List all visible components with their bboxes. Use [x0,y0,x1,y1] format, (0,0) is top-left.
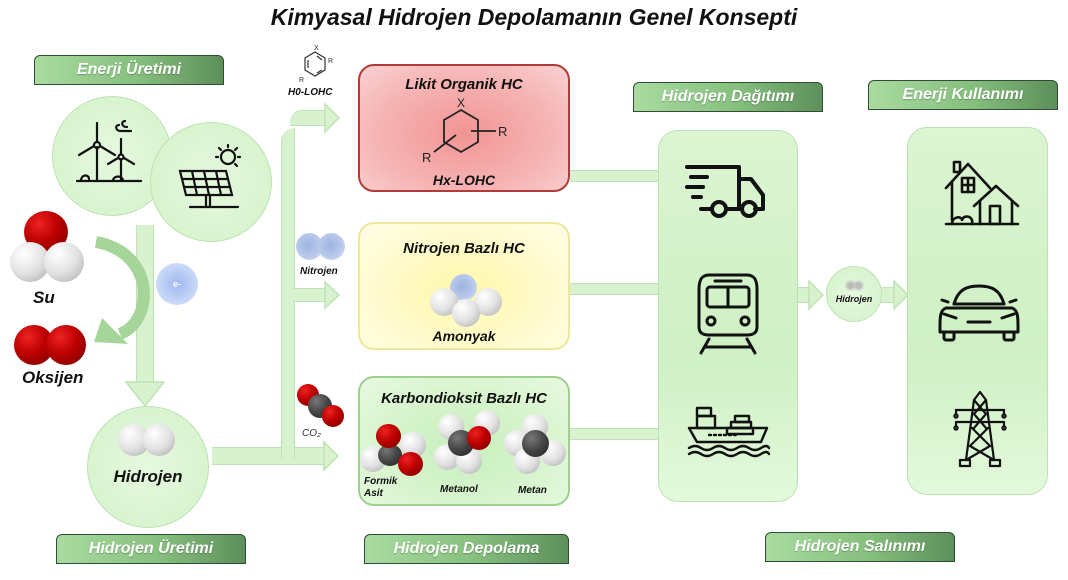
methanol-molecule [434,410,504,474]
flow-release-to-usage [880,287,896,303]
stage-label-energy-production: Enerji Üretimi [34,55,224,85]
co2-molecule [297,384,349,430]
svg-text:R: R [328,58,333,65]
arrow-head-right [324,102,341,134]
arrow-head-right [323,440,340,472]
flow-lohc-to-distribution [570,170,660,182]
arrow-head-right [808,279,825,311]
nitrogen-molecule [296,233,348,261]
arrow-head-right [893,279,910,311]
flow-hydrogen-to-storage [212,447,327,465]
svg-text:R: R [299,77,304,84]
solar-energy-circle [150,122,272,242]
formic-acid-label-1: Formik [364,476,398,487]
hydrogen-release-node: Hidrojen [826,266,882,322]
flow-carbon-to-distribution [570,428,660,440]
hydrogen-label: Hidrojen [113,467,183,486]
house-icon [944,160,1020,226]
svg-text:X: X [314,45,319,52]
oxygen-molecule [14,325,90,367]
oxygen-label: Oksijen [22,368,84,387]
power-tower-icon [953,390,1007,468]
nitrogen-based-title: Nitrojen Bazlı HC [403,240,525,257]
nitrogen-label: Nitrojen [300,266,338,277]
methane-label: Metan [518,485,547,496]
flow-to-lohc [290,110,328,126]
co2-label: CO₂ [302,428,321,439]
h0-lohc-structure-icon: X R R [299,45,333,84]
water-label: Su [33,288,55,307]
carbon-storage-box: Karbondioksit Bazlı HC Formik Asit Metan… [358,376,570,506]
methane-molecule [504,414,570,476]
solar-panel-icon [178,143,242,209]
train-icon [697,273,759,355]
electron-label: e- [172,279,181,289]
hydrogen-production-circle: Hidrojen [87,406,209,528]
nitrogen-storage-box: Nitrojen Bazlı HC Amonyak [358,222,570,350]
lohc-ring-structure-icon: X R R [422,96,507,165]
svg-text:R: R [422,150,431,165]
ammonia-molecule [430,274,510,334]
electron: e- [156,263,198,305]
flow-distribution-to-release [797,287,811,303]
stage-label-hydrogen-storage: Hidrojen Depolama [364,534,569,564]
hydrogen-node-label: Hidrojen [835,294,873,304]
delivery-truck-icon [685,165,765,218]
car-icon [938,284,1020,342]
svg-text:X: X [457,96,465,110]
stage-label-hydrogen-release: Hidrojen Salınımı [765,532,955,562]
stage-label-hydrogen-distribution: Hidrojen Dağıtımı [633,82,823,112]
distribution-box [658,130,798,502]
water-split-arrow [94,236,150,344]
lohc-storage-box: Likit Organik HC X R R Hx-LOHC [358,64,570,192]
formic-acid-label-2: Asit [364,488,383,499]
lohc-title: Likit Organik HC [405,76,523,93]
diagram-title: Kimyasal Hidrojen Depolamanın Genel Kons… [270,4,798,30]
energy-use-box [907,127,1048,495]
formic-acid-molecule [360,420,430,476]
stage-label-energy-use: Enerji Kullanımı [868,80,1058,110]
stage-label-hydrogen-production: Hidrojen Üretimi [56,534,246,564]
water-molecule [8,208,88,283]
ammonia-label: Amonyak [432,328,496,344]
carbon-based-title: Karbondioksit Bazlı HC [381,390,547,407]
wind-turbine-icon [75,119,143,183]
svg-text:R: R [498,124,507,139]
h0-lohc-label: H0-LOHC [288,87,333,98]
flow-nitrogen-to-distribution [570,283,660,295]
arrow-head-right [324,280,341,310]
arrow-head-down [124,381,166,408]
methanol-label: Metanol [440,484,478,495]
lohc-molecule-label: Hx-LOHC [432,172,496,188]
flow-to-nitrogen [293,288,328,302]
cargo-ship-icon [687,406,771,458]
